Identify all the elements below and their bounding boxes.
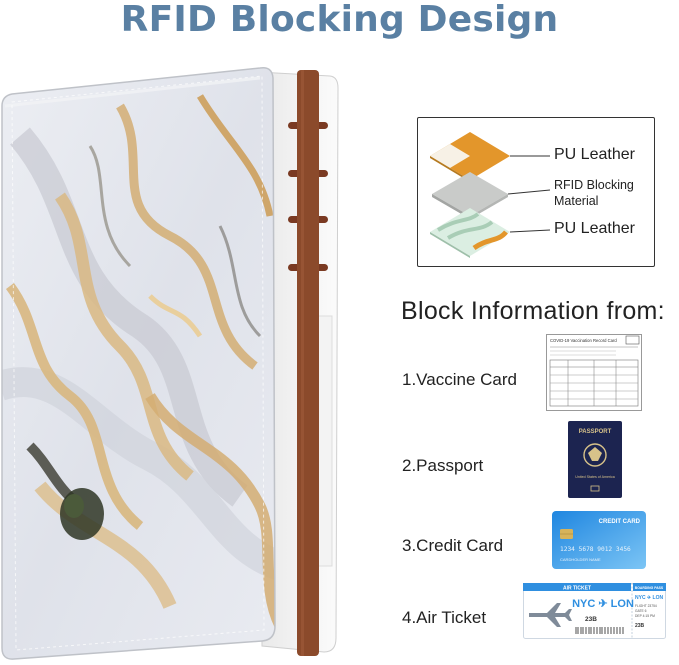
material-layers-diagram: PU Leather RFID Blocking Material PU Lea… — [417, 117, 655, 267]
ticket-pass-header: BOARDING PASS — [635, 586, 664, 590]
page-title: RFID Blocking Design — [120, 0, 559, 40]
ticket-route: NYC ✈ LON — [572, 598, 634, 610]
ticket-flight: FLIGHT 23754 — [635, 604, 657, 608]
passport-image: PASSPORT United States of America — [568, 421, 622, 498]
credit-card-image: CREDIT CARD 1234 5678 9012 3456 CARDHOLD… — [552, 511, 646, 569]
ticket-date: DEP 4:15 PM — [635, 614, 655, 618]
item-label-air-ticket: 4.Air Ticket — [402, 608, 487, 627]
passport-cover-image — [0, 66, 340, 660]
item-label-vaccine: 1.Vaccine Card — [402, 370, 517, 389]
ticket-seat: 23B — [585, 616, 597, 623]
ticket-seat-small: 23B — [635, 623, 645, 629]
block-heading: Block Information from: — [401, 297, 665, 325]
ticket-header: AIR TICKET — [563, 585, 591, 591]
vaccine-card-title: COVID-19 Vaccination Record Card — [550, 338, 617, 343]
credit-card-number: 1234 5678 9012 3456 — [560, 546, 631, 553]
pu-leather-bottom-layer — [430, 208, 510, 258]
ticket-route-small: NYC ✈ LON — [635, 595, 663, 601]
passport-title: PASSPORT — [579, 429, 612, 435]
layer-label-bottom: PU Leather — [554, 220, 635, 237]
rfid-layer — [432, 172, 508, 219]
credit-card-title: CREDIT CARD — [599, 519, 641, 525]
passport-subtitle: United States of America — [575, 475, 615, 479]
layer-label-middle: RFID Blocking Material — [554, 178, 634, 208]
ticket-gate: GATE 6 — [635, 609, 647, 613]
credit-card-holder: CARDHOLDER NAME — [560, 557, 601, 562]
item-label-passport: 2.Passport — [402, 456, 484, 475]
layer-label-top: PU Leather — [554, 146, 635, 163]
vaccine-card-image: COVID-19 Vaccination Record Card — [546, 334, 642, 411]
item-label-credit-card: 3.Credit Card — [402, 536, 504, 555]
air-ticket-image: AIR TICKET BOARDING PASS NYC ✈ LON 23B N… — [523, 583, 666, 639]
pu-leather-top-layer — [430, 132, 510, 182]
